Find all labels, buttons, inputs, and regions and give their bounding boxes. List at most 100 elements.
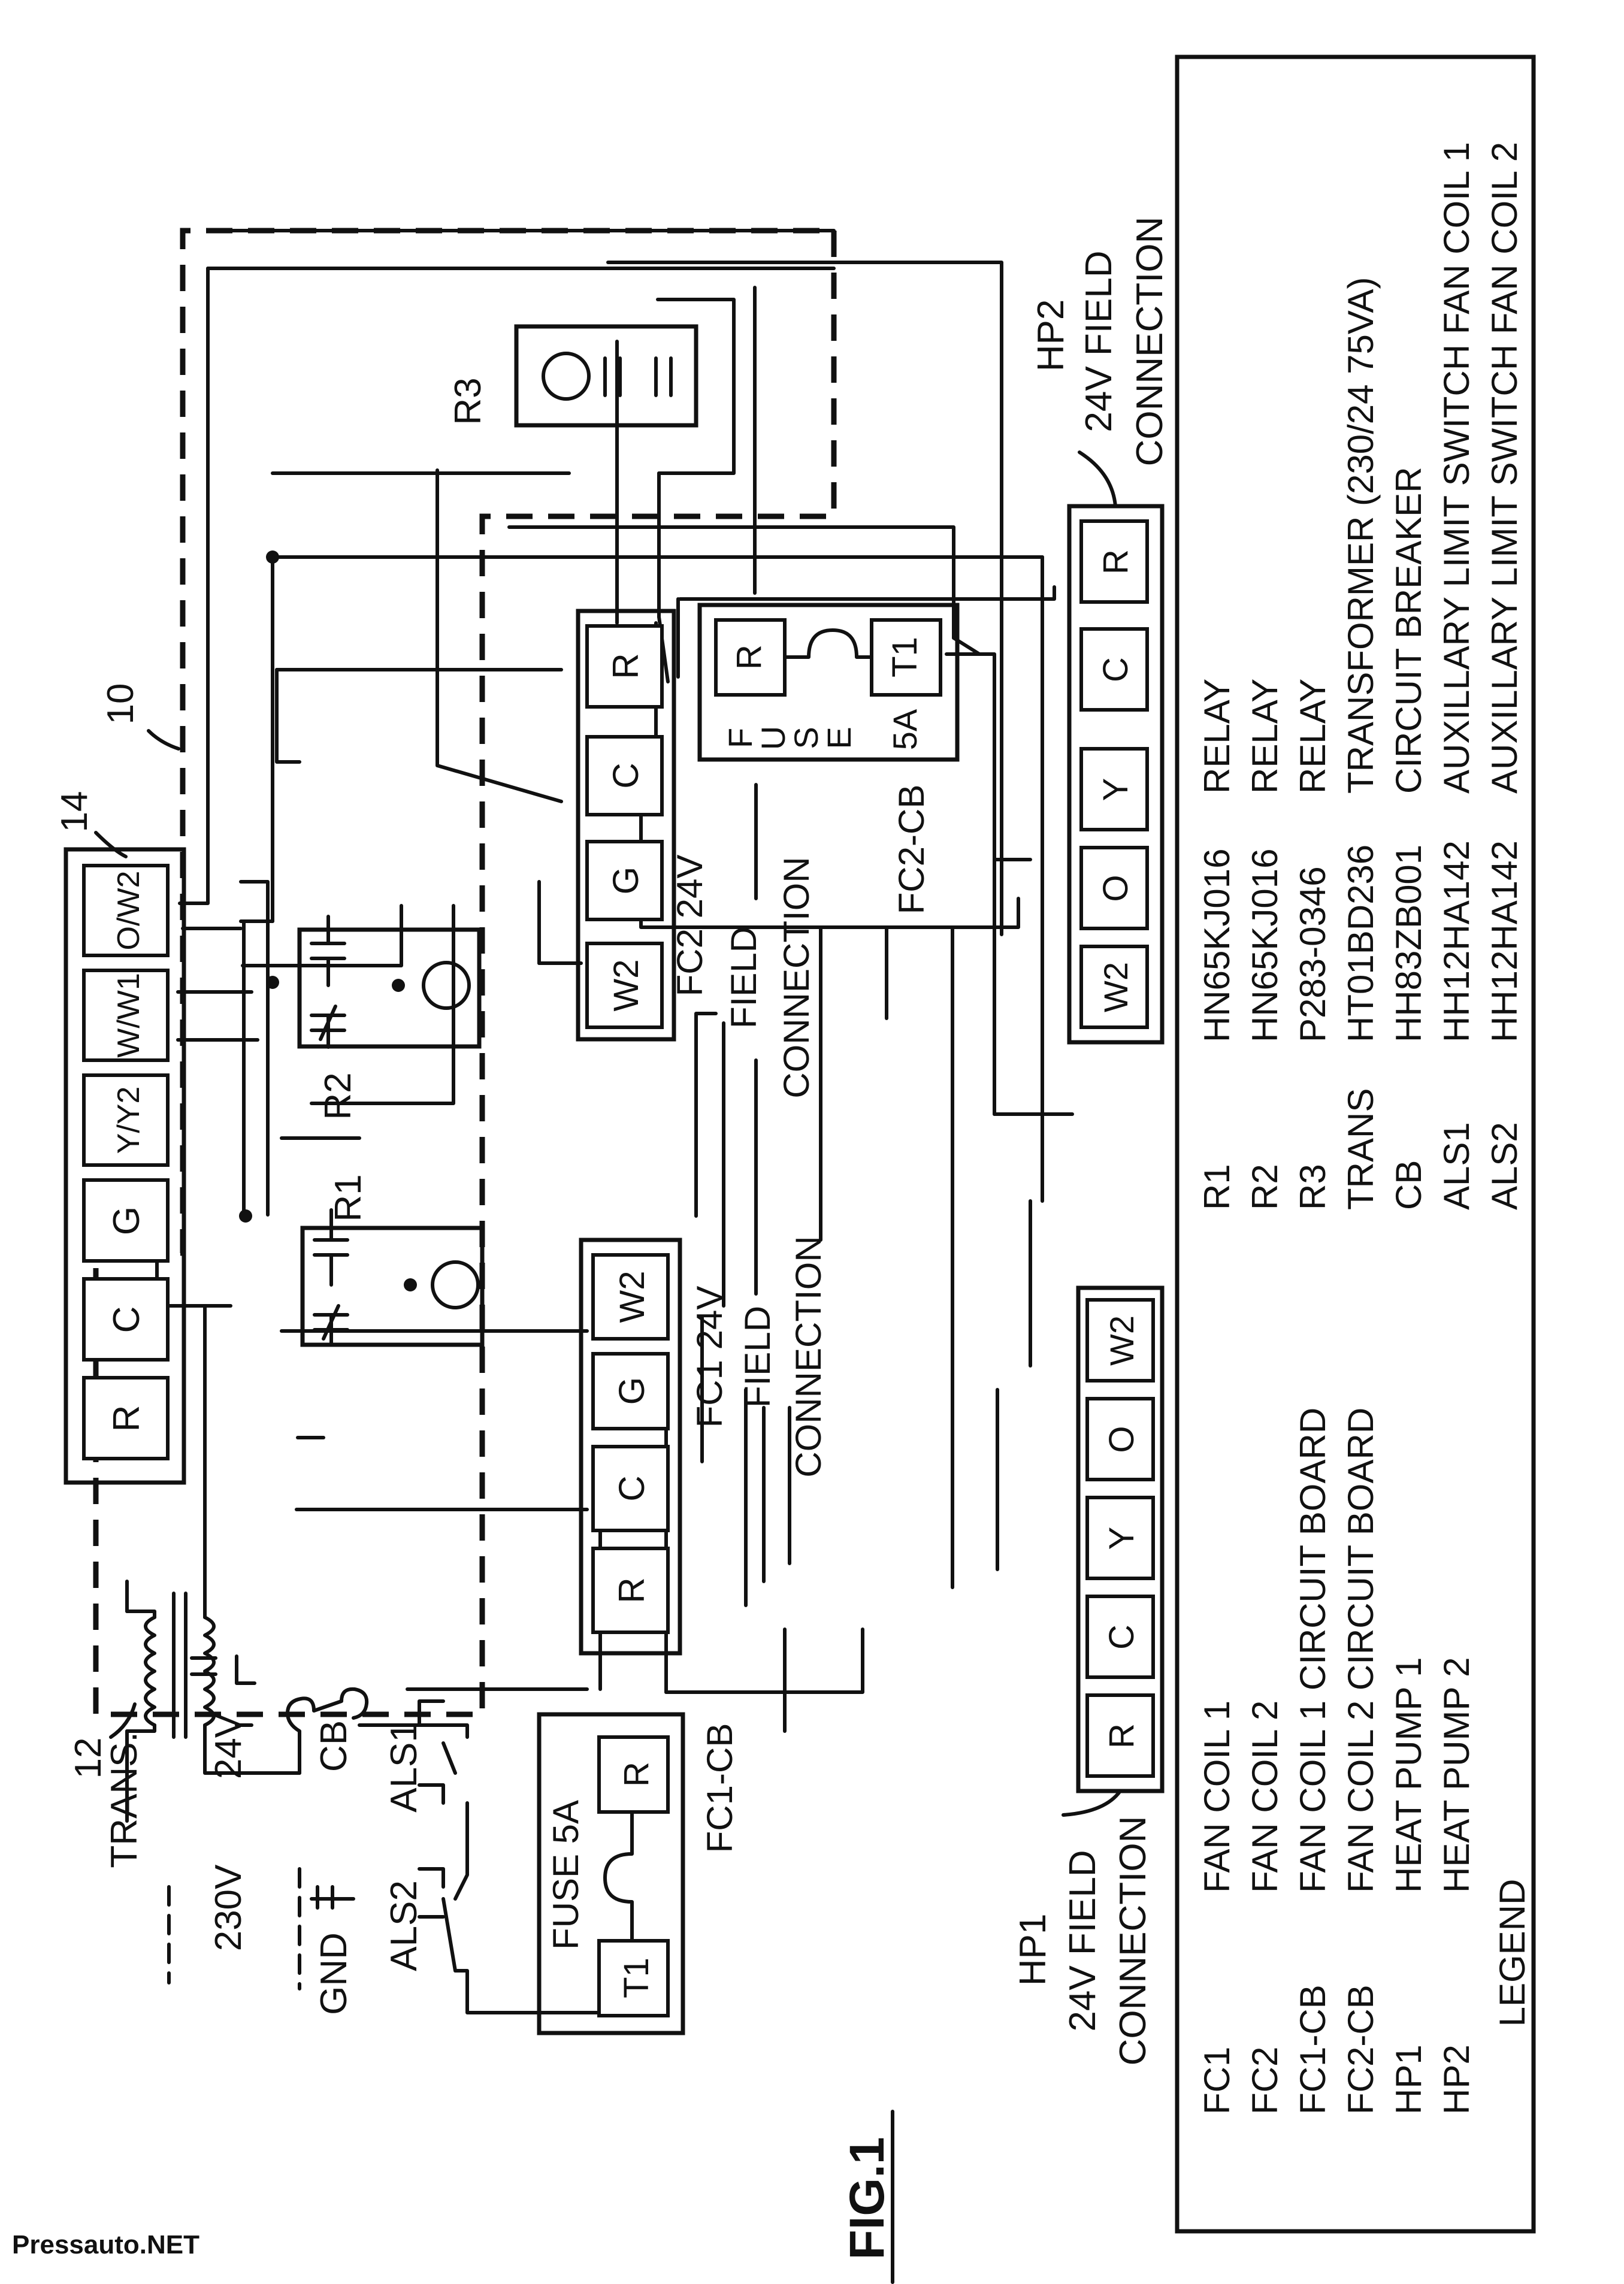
fc2-terminal-g: G <box>585 840 664 921</box>
figure-label: FIG.1 <box>840 2110 894 2284</box>
fc1-fuse-symbol <box>603 1810 634 1943</box>
svg-text:R: R <box>1102 1723 1141 1748</box>
legend-code-cb: CB <box>1389 1160 1429 1210</box>
thermostat-terminal-y-y2: Y/Y2 <box>82 1073 170 1167</box>
thermostat-terminal-o-w2: O/W2 <box>82 864 170 957</box>
watermark: Pressauto.NET <box>12 2230 199 2259</box>
svg-text:FC2-CB: FC2-CB <box>891 785 932 915</box>
legend-desc-hp2: HEAT PUMP 2 <box>1437 1657 1477 1893</box>
svg-text:R: R <box>617 1762 656 1787</box>
wiring <box>155 229 1074 1733</box>
legend-part-r1: HN65KJ016 <box>1197 848 1237 1042</box>
fc1-cb-terminal-t1: T1 <box>597 1939 670 2017</box>
svg-text:HP1: HP1 <box>1012 1914 1054 1986</box>
legend-desc-trans: TRANSFORMER (230/24 75VA) <box>1341 277 1381 794</box>
svg-text:G: G <box>612 1377 652 1405</box>
svg-text:24V FIELD: 24V FIELD <box>1062 1850 1103 2031</box>
fc2-circuit-board: R T1 F U S E 5A FC2-CB <box>697 603 960 915</box>
svg-text:CONNECTION: CONNECTION <box>1129 217 1171 467</box>
legend-code-r1: R1 <box>1197 1164 1237 1210</box>
svg-text:R: R <box>730 645 769 670</box>
svg-text:Y/Y2: Y/Y2 <box>111 1087 146 1154</box>
svg-text:230V: 230V <box>208 1864 249 1951</box>
svg-text:CONNECTION: CONNECTION <box>788 1236 828 1477</box>
legend-code-als2: ALS2 <box>1484 1122 1525 1210</box>
legend-desc-fc1-cb: FAN COIL 1 CIRCUIT BOARD <box>1293 1408 1333 1893</box>
svg-text:FC1 24V: FC1 24V <box>689 1286 730 1428</box>
thermostat-14: R C G Y/Y2 W/W1 O/W2 <box>63 847 186 1485</box>
hp1-terminal-r: R <box>1085 1693 1155 1778</box>
svg-text:R: R <box>606 653 646 679</box>
svg-text:FIELD: FIELD <box>737 1306 778 1408</box>
svg-text:5A: 5A <box>886 709 924 750</box>
ref-12-label: 12 <box>68 1738 109 1779</box>
legend: FC1 FC2 FC1-CB FC2-CB HP1 HP2 FAN COIL 1… <box>1175 55 1536 2234</box>
svg-text:T1: T1 <box>617 1958 656 1998</box>
svg-text:R: R <box>106 1405 147 1432</box>
svg-text:24V: 24V <box>208 1713 249 1779</box>
svg-text:CONNECTION: CONNECTION <box>1112 1816 1154 2066</box>
hp2-terminal-w2: W2 <box>1079 945 1149 1029</box>
svg-text:U: U <box>754 726 792 750</box>
legend-code-trans: TRANS <box>1341 1088 1381 1210</box>
svg-text:W2: W2 <box>607 960 646 1012</box>
hp1-terminal-o: O <box>1085 1397 1155 1481</box>
svg-text:R: R <box>612 1577 652 1603</box>
legend-code-r2: R2 <box>1245 1164 1285 1210</box>
svg-text:T1: T1 <box>885 637 924 677</box>
svg-text:ALS2: ALS2 <box>383 1880 425 1971</box>
fc1-cb-terminal-r: R <box>597 1735 670 1814</box>
svg-text:W2: W2 <box>613 1271 652 1323</box>
svg-text:FC2 24V: FC2 24V <box>670 855 710 997</box>
svg-text:G: G <box>606 867 646 895</box>
circuit-breaker-cb: CB <box>286 1687 369 1775</box>
svg-text:C: C <box>606 763 646 788</box>
svg-text:FC1-CB: FC1-CB <box>700 1723 740 1853</box>
enclosure-10 <box>93 228 837 1717</box>
legend-code-fc1: FC1 <box>1197 2047 1237 2114</box>
hp2-terminal-c: C <box>1079 627 1149 712</box>
svg-text:W/W1: W/W1 <box>111 973 146 1058</box>
svg-text:Y: Y <box>1102 1527 1141 1550</box>
aux-limit-switch-als1: ALS1 <box>358 1699 469 1813</box>
legend-desc-r2: RELAY <box>1245 679 1285 794</box>
svg-text:R: R <box>1096 549 1135 574</box>
svg-text:O: O <box>1102 1426 1141 1453</box>
fc2-fuse-symbol <box>783 628 873 659</box>
legend-code-fc2-cb: FC2-CB <box>1341 1984 1381 2114</box>
legend-desc-cb: CIRCUIT BREAKER <box>1389 467 1429 794</box>
fc2-field-connection: R C G W2 FC2 24V FIELD CONNECTION <box>576 609 816 1099</box>
aux-limit-switch-als2: ALS2 <box>383 1801 607 2014</box>
fc2-cb-terminal-r: R <box>714 618 787 697</box>
svg-text:HP2: HP2 <box>1030 300 1072 372</box>
svg-text:C: C <box>612 1475 652 1501</box>
svg-text:G: G <box>106 1206 147 1235</box>
svg-text:FIELD: FIELD <box>724 927 764 1028</box>
svg-text:S: S <box>787 727 825 749</box>
legend-desc-r1: RELAY <box>1197 679 1237 794</box>
svg-text:F: F <box>721 728 759 748</box>
svg-text:E: E <box>820 727 858 749</box>
legend-desc-als2: AUXILLARY LIMIT SWITCH FAN COIL 2 <box>1484 142 1525 794</box>
svg-text:W2: W2 <box>1103 1315 1141 1366</box>
legend-desc-r3: RELAY <box>1293 679 1333 794</box>
relay-r3: R3 <box>447 324 698 428</box>
svg-text:R1: R1 <box>328 1174 369 1221</box>
fc2-terminal-w2: W2 <box>585 942 664 1029</box>
thermostat-terminal-c: C <box>82 1277 170 1362</box>
ref-14-label: 14 <box>54 791 95 833</box>
thermostat-terminal-w-w1: W/W1 <box>82 969 170 1062</box>
ref-10-label: 10 <box>100 683 141 725</box>
legend-part-als1: HH12HA142 <box>1437 840 1477 1042</box>
legend-code-r3: R3 <box>1293 1164 1333 1210</box>
hp1-terminal-w2: W2 <box>1085 1298 1155 1382</box>
svg-text:C: C <box>1102 1624 1141 1650</box>
fc1-terminal-r: R <box>591 1547 670 1634</box>
fc2-terminal-c: C <box>585 735 664 816</box>
legend-part-trans: HT01BD236 <box>1341 845 1381 1042</box>
legend-part-als2: HH12HA142 <box>1484 840 1525 1042</box>
svg-text:R2: R2 <box>317 1072 359 1120</box>
legend-title: LEGEND <box>1492 1879 1532 2027</box>
